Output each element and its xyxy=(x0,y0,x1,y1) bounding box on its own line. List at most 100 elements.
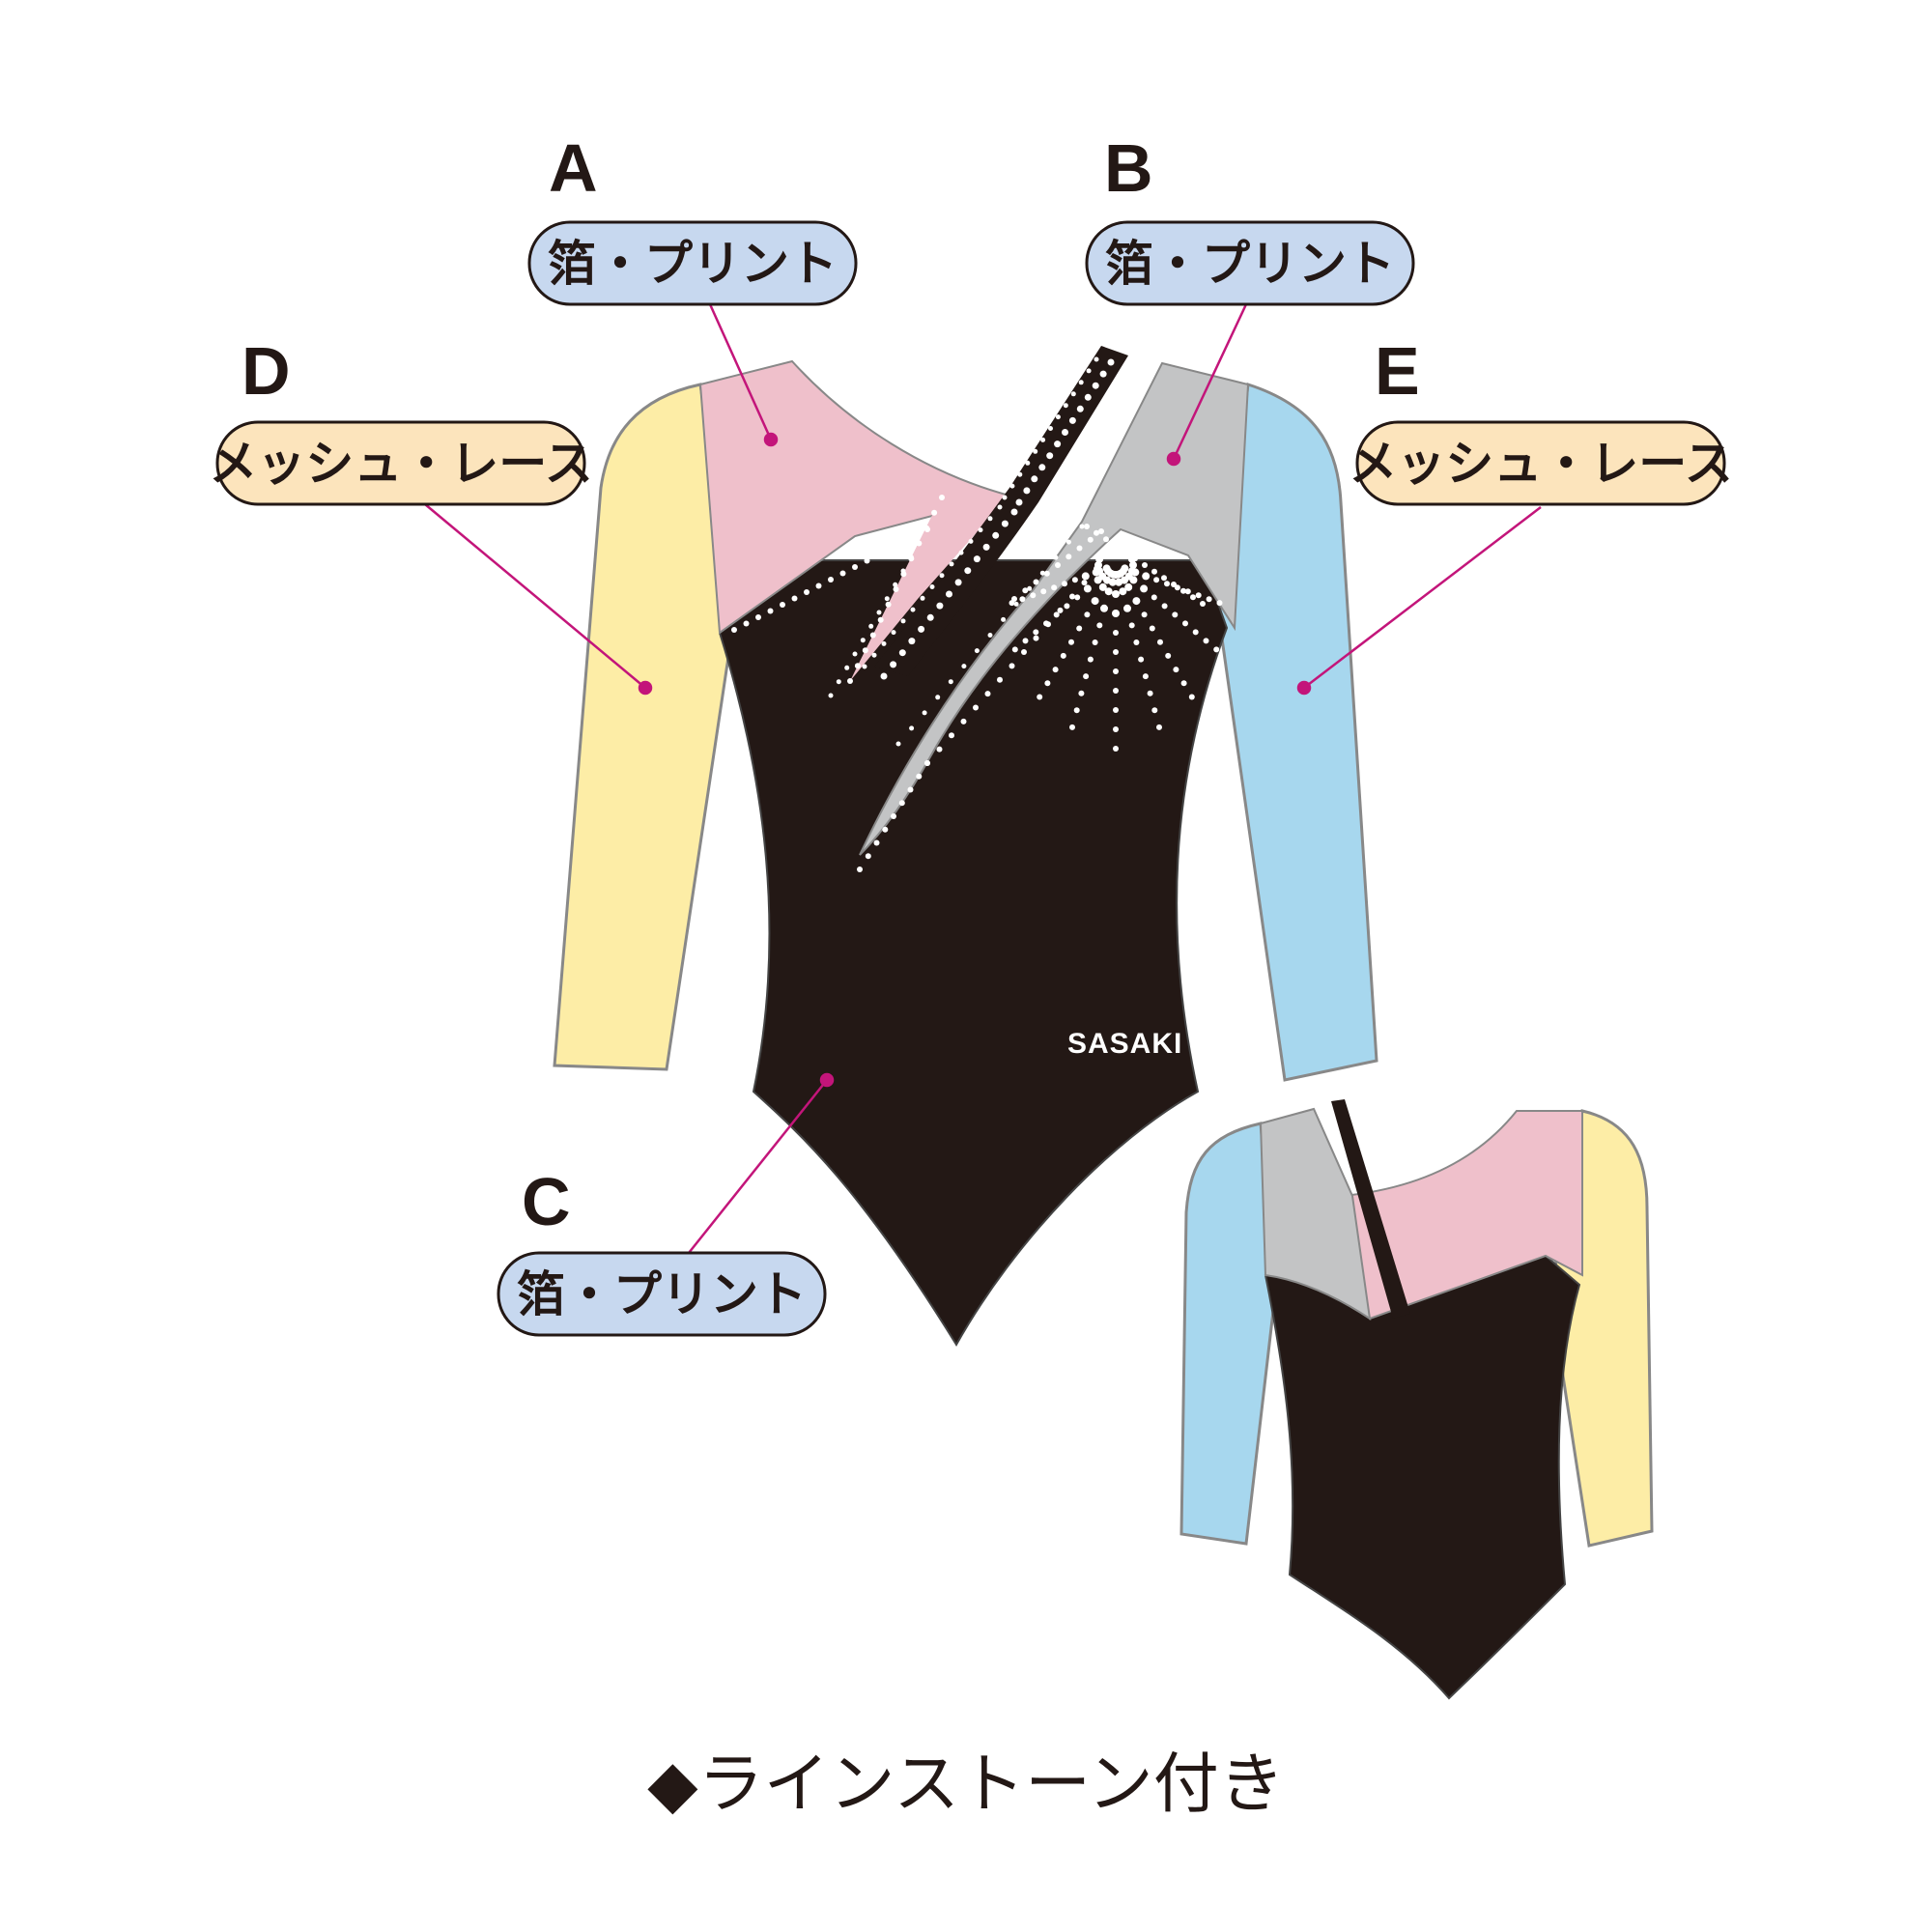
leader-b-dot xyxy=(1166,451,1181,467)
rhinestone xyxy=(891,630,896,636)
rhinestone xyxy=(1188,694,1195,700)
leader-lines xyxy=(424,303,1542,1254)
rhinestone xyxy=(1149,625,1155,632)
rhinestone xyxy=(960,718,967,724)
rhinestone xyxy=(1157,639,1163,645)
rhinestone xyxy=(836,679,841,685)
rhinestone xyxy=(1165,652,1172,659)
rhinestone xyxy=(1017,471,1023,477)
rhinestone xyxy=(1083,673,1090,680)
rhinestone xyxy=(1172,611,1179,618)
rhinestone xyxy=(1033,635,1039,641)
rhinestone xyxy=(852,564,858,570)
rhinestone xyxy=(997,504,1003,510)
rhinestone xyxy=(1173,667,1179,673)
back-gray-panel xyxy=(1259,1107,1372,1321)
rhinestone xyxy=(1048,426,1053,431)
rhinestone xyxy=(891,813,896,819)
rhinestone xyxy=(1064,603,1070,610)
rhinestone xyxy=(909,725,915,731)
rhinestone xyxy=(1180,680,1187,687)
rhinestone xyxy=(1043,620,1049,627)
rhinestone xyxy=(828,693,834,698)
callout-pill-e: メッシュ・レース xyxy=(1349,420,1733,506)
rhinestone xyxy=(1161,603,1168,610)
rhinestone xyxy=(987,516,993,522)
rhinestone xyxy=(908,554,914,560)
rhinestone xyxy=(900,539,906,545)
rhinestone xyxy=(871,652,877,658)
rhinestone xyxy=(1084,393,1092,401)
rhinestone xyxy=(1216,600,1223,607)
rhinestone xyxy=(828,577,834,582)
rhinestone xyxy=(1094,529,1099,536)
rhinestone xyxy=(1002,495,1008,500)
rhinestone xyxy=(857,867,863,872)
rhinestone xyxy=(1091,597,1099,606)
rhinestone xyxy=(1102,564,1111,573)
leader-c xyxy=(688,1079,828,1254)
rhinestone xyxy=(1011,596,1017,602)
rhinestone xyxy=(1011,646,1018,653)
rhinestone xyxy=(847,678,853,684)
rhinestone xyxy=(888,545,895,552)
rhinestone xyxy=(876,610,882,615)
rhinestone xyxy=(1113,688,1119,694)
front-strap xyxy=(874,346,1128,676)
rhinestone xyxy=(1128,622,1135,629)
back-pink-panel xyxy=(1341,1110,1583,1321)
rhinestone xyxy=(910,607,916,612)
rhinestone xyxy=(982,543,990,551)
rhinestone xyxy=(1184,588,1191,595)
rhinestone xyxy=(1046,452,1054,460)
rhinestone xyxy=(1038,464,1046,471)
rhinestone xyxy=(1113,668,1119,674)
rhinestone xyxy=(1060,652,1066,659)
rhinestone xyxy=(1151,594,1157,601)
rhinestone xyxy=(1063,403,1068,409)
rhinestone xyxy=(1113,746,1119,752)
callout-letter-d: D xyxy=(242,333,291,409)
rhinestone xyxy=(973,704,979,711)
leader-b xyxy=(1172,303,1248,460)
rhinestone xyxy=(1099,370,1107,378)
rhinestone xyxy=(936,746,943,753)
callout-pill-a: 箔・プリント xyxy=(527,220,858,306)
rhinestone xyxy=(1055,562,1061,568)
rhinestone xyxy=(1033,579,1039,585)
rhinestone xyxy=(1076,405,1084,412)
rhinestone xyxy=(1096,622,1103,629)
leader-e-dot xyxy=(1296,680,1312,696)
rhinestone xyxy=(880,672,888,680)
rhinestone xyxy=(916,773,923,780)
rhinestone xyxy=(1033,629,1039,636)
rhinestone xyxy=(1009,663,1015,669)
rhinestone xyxy=(865,853,871,860)
rhinestone xyxy=(898,649,906,657)
rhinestone xyxy=(877,616,884,623)
callout-label-d: メッシュ・レース xyxy=(209,436,593,492)
rhinestone xyxy=(1095,567,1104,576)
brand-logo: SASAKI xyxy=(1067,1028,1182,1060)
rhinestone xyxy=(1044,680,1051,687)
rhinestone xyxy=(1076,545,1083,552)
rhinestone xyxy=(895,741,901,747)
rhinestone xyxy=(1053,611,1060,618)
rhinestone xyxy=(1151,707,1158,714)
callout-pill-c: 箔・プリント xyxy=(497,1251,827,1337)
rhinestone xyxy=(1140,584,1149,593)
rhinestone xyxy=(1200,601,1206,607)
front-left-sleeve xyxy=(553,383,736,1071)
rhinestone xyxy=(1001,616,1007,622)
rhinestone xyxy=(1113,630,1119,636)
rhinestone xyxy=(900,618,906,624)
rhinestone xyxy=(1031,475,1038,483)
rhinestone xyxy=(1037,694,1043,700)
rhinestone xyxy=(949,732,954,739)
rhinestone xyxy=(1115,578,1123,586)
leader-d-dot xyxy=(638,680,653,696)
callout-label-e: メッシュ・レース xyxy=(1349,436,1733,492)
rhinestone xyxy=(900,568,906,574)
front-gray-panel xyxy=(859,361,1250,856)
rhinestone xyxy=(987,633,993,638)
